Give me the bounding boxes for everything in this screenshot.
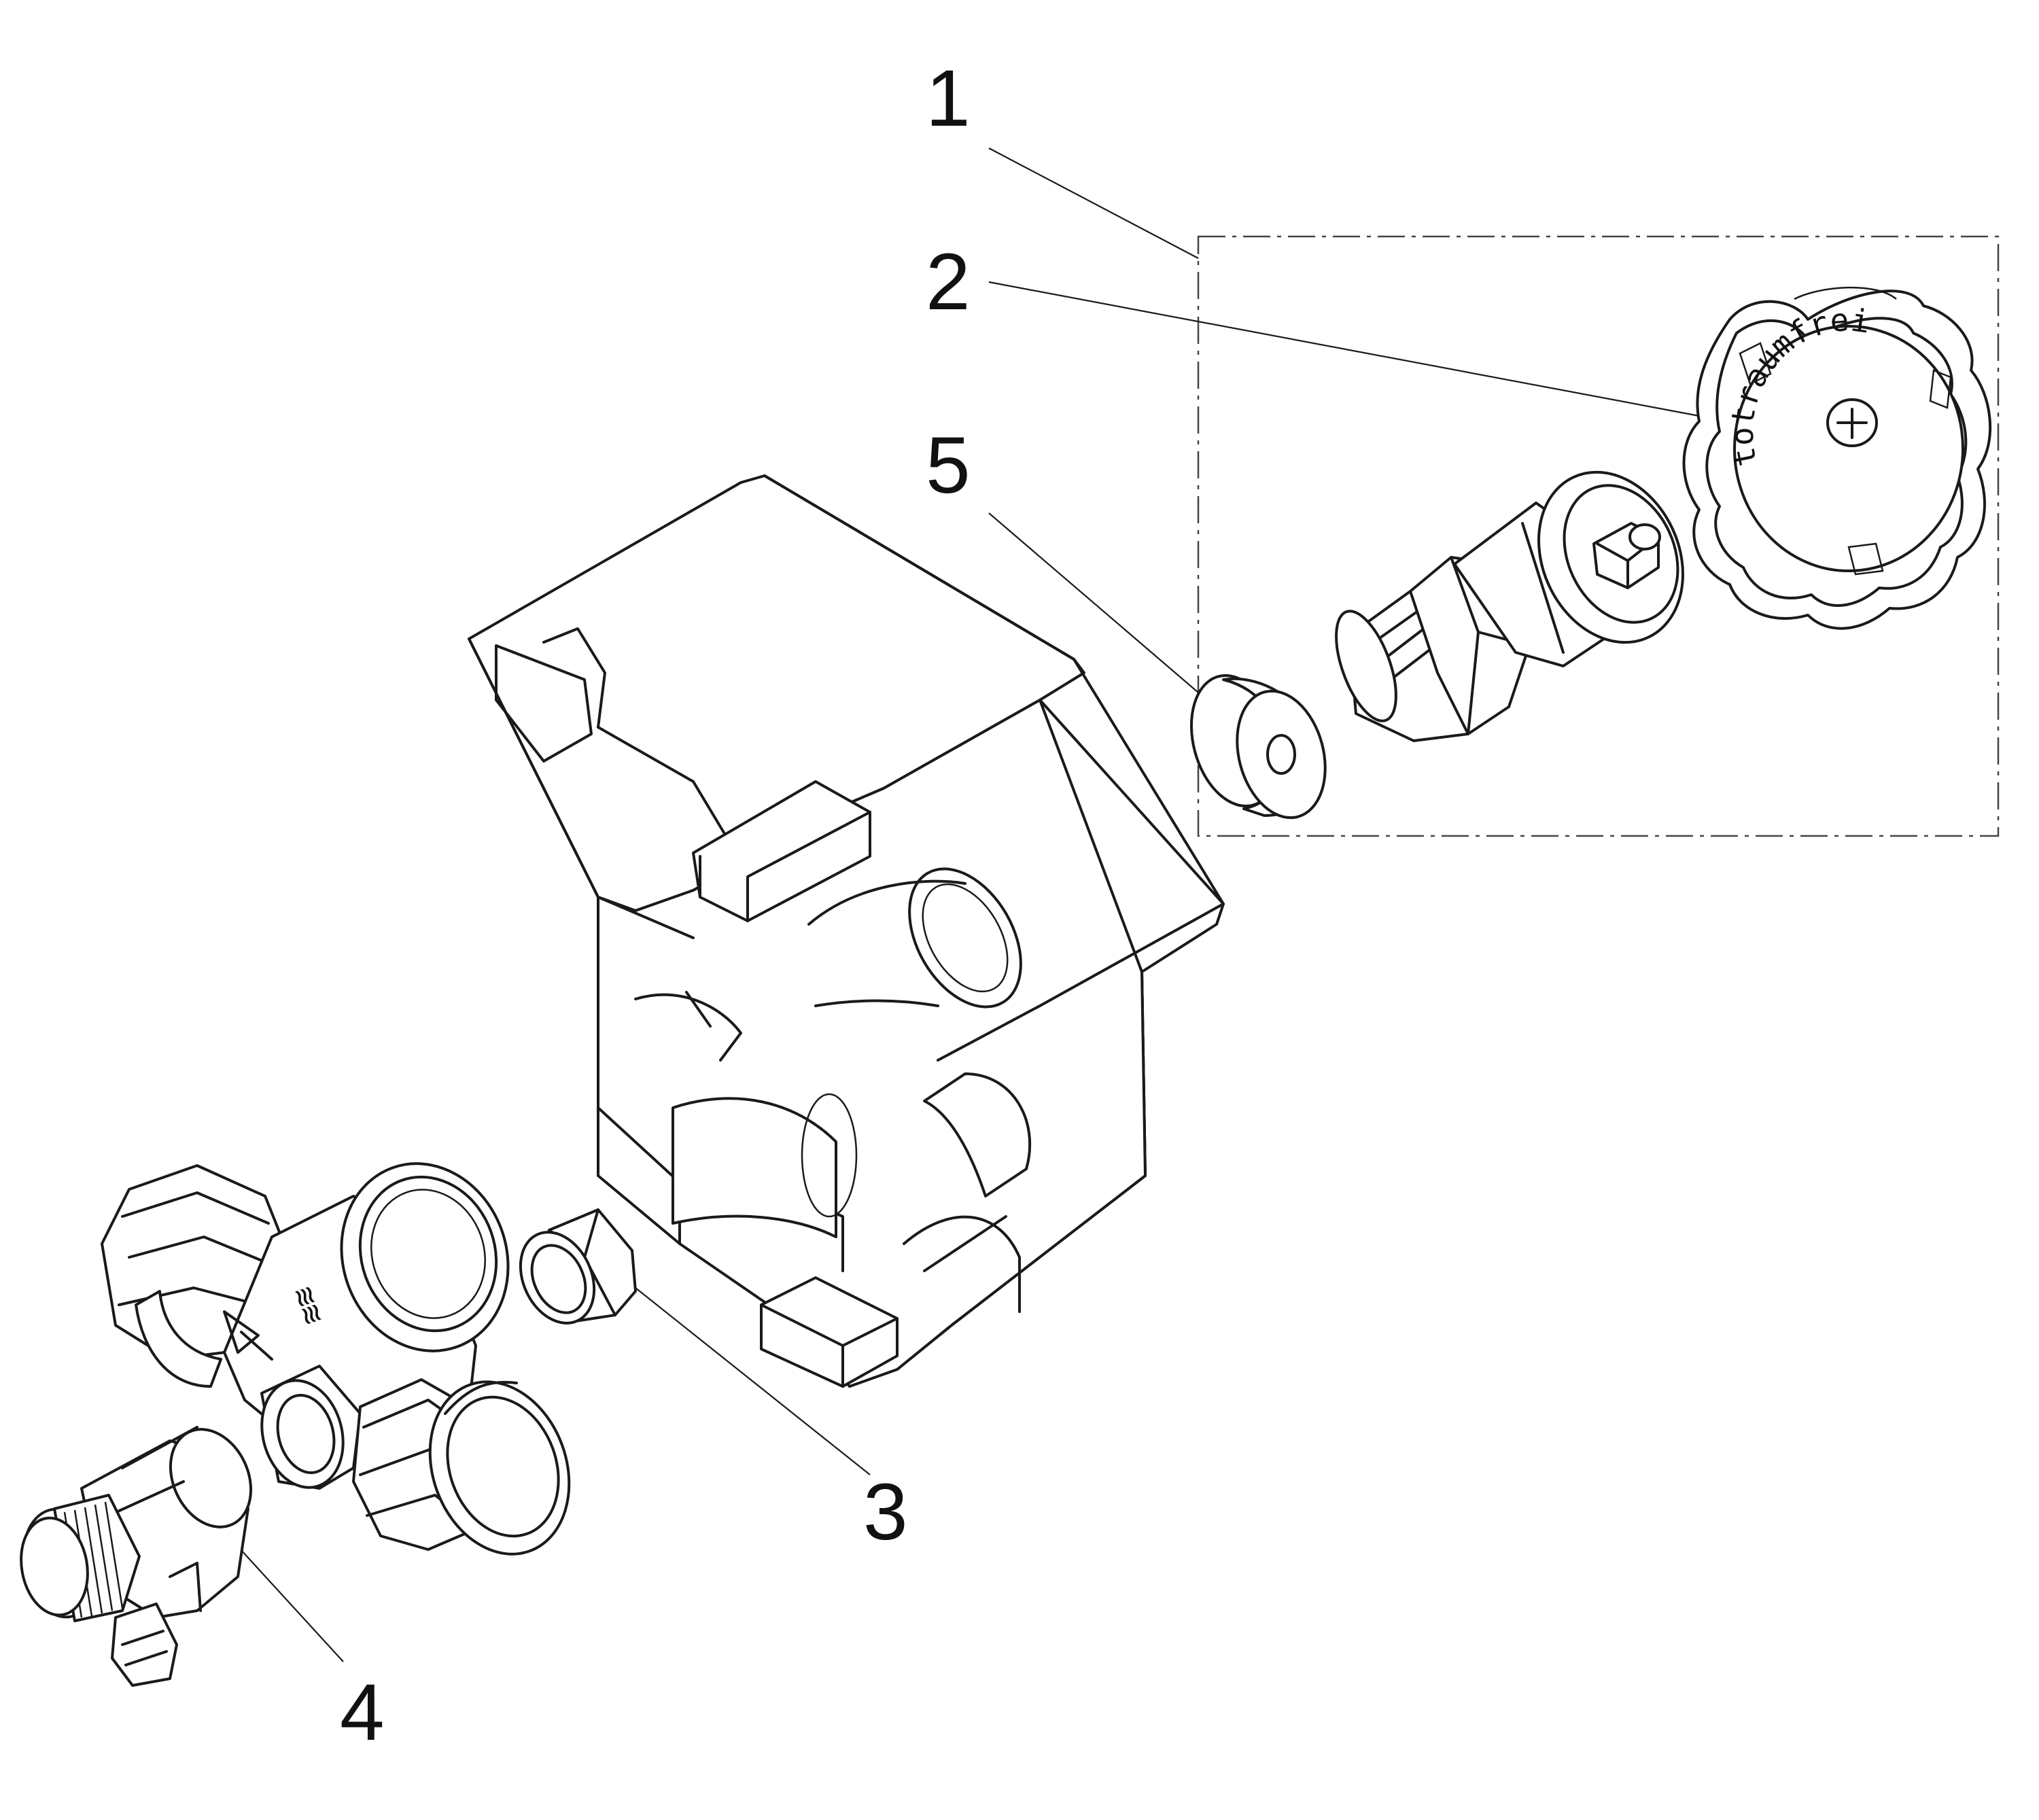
callout-3: 3 <box>635 1287 908 1557</box>
callout-label-5: 5 <box>926 421 971 510</box>
screw-icon <box>1826 398 1878 447</box>
callout-1: 1 <box>926 54 1199 259</box>
handwheel-knob: totraumfrei <box>1682 286 1992 630</box>
assembly-boundary <box>1197 235 2000 837</box>
plug <box>519 1208 637 1325</box>
handwheel-face <box>1733 325 1964 572</box>
drain-valve <box>20 1426 253 1687</box>
callout-4: 4 <box>196 1501 385 1757</box>
washer <box>1189 673 1327 820</box>
callout-label-4: 4 <box>340 1668 385 1757</box>
callout-label-1: 1 <box>926 54 971 143</box>
callout-label-2: 2 <box>926 237 971 327</box>
valve-cartridge <box>1335 470 1684 742</box>
insulation-housing <box>468 474 1225 1388</box>
callout-label-3: 3 <box>863 1467 908 1557</box>
valve-body: ≋≋ <box>101 1162 571 1556</box>
callout-2: 2 <box>926 237 1700 417</box>
